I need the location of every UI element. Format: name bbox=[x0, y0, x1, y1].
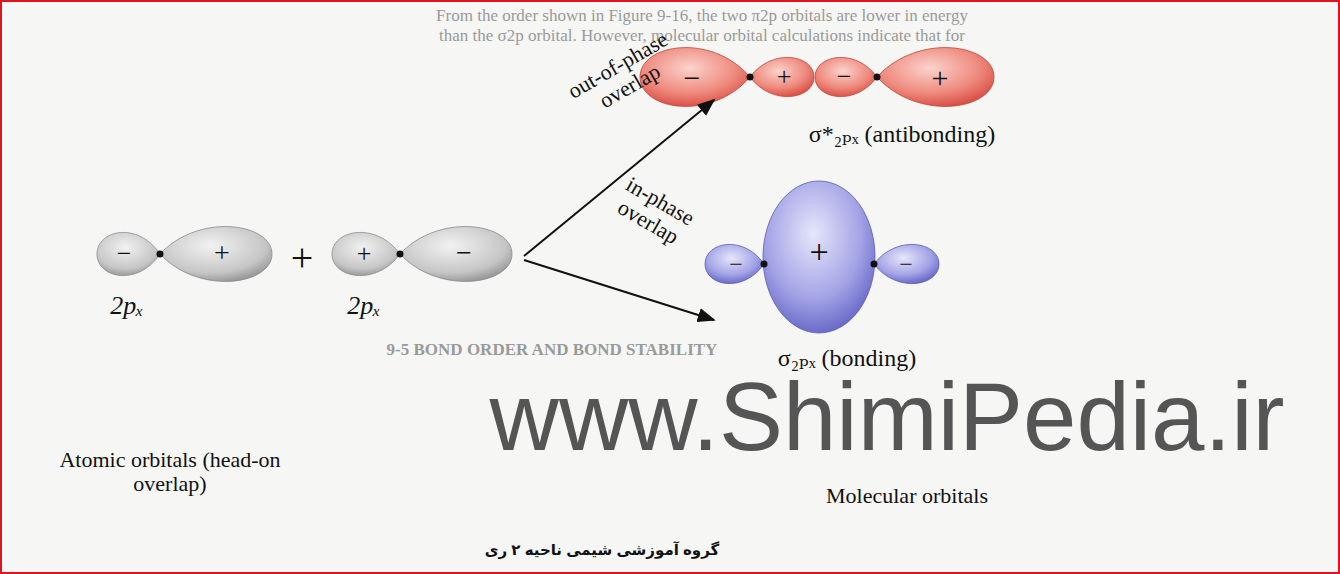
overlap-arrow bbox=[524, 100, 714, 256]
phase-sign: − bbox=[117, 240, 132, 269]
phase-sign: + bbox=[809, 233, 828, 270]
plus-operator: + bbox=[291, 236, 314, 280]
phase-sign: + bbox=[357, 240, 372, 269]
phase-sign: + bbox=[777, 63, 792, 92]
background-text: From the order shown in Figure 9-16, the… bbox=[436, 7, 968, 26]
orbital-lobe bbox=[97, 232, 160, 275]
watermark-persian: گروه آموزشی شیمی ناحیه ۲ ری bbox=[485, 542, 719, 559]
nucleus-dot bbox=[747, 74, 754, 81]
watermark: www.ShimiPedia.ir bbox=[490, 364, 1285, 470]
phase-sign: − bbox=[684, 61, 701, 94]
orbital-lobe bbox=[877, 48, 994, 107]
caption-label: Atomic orbitals (head-on overlap) bbox=[55, 448, 285, 496]
background-text: than the σ2p orbital. However, molecular… bbox=[439, 27, 965, 46]
orbital-label: 2pₓ bbox=[347, 292, 380, 321]
overlap-arrow bbox=[524, 260, 714, 320]
background-heading: 9-5 BOND ORDER AND BOND STABILITY bbox=[387, 341, 718, 360]
bonding-lobe bbox=[763, 181, 875, 333]
orbital-lobe bbox=[874, 244, 939, 283]
orbital-lobe bbox=[705, 244, 764, 283]
orbital-label: 2pₓ bbox=[110, 292, 143, 321]
orbital-label: σ*₂ₚₓ (antibonding) bbox=[809, 121, 996, 147]
phase-sign: − bbox=[729, 251, 743, 277]
nucleus-dot bbox=[157, 251, 164, 258]
nucleus-dot bbox=[874, 74, 881, 81]
phase-sign: + bbox=[932, 61, 949, 94]
nucleus-dot bbox=[397, 251, 404, 258]
overlap-label: in-phase overlap bbox=[594, 164, 713, 261]
orbital-lobe bbox=[332, 232, 400, 275]
orbital-lobe bbox=[815, 57, 877, 96]
phase-sign: − bbox=[899, 251, 913, 277]
phase-sign: + bbox=[214, 238, 230, 269]
phase-sign: − bbox=[837, 63, 852, 92]
nucleus-dot bbox=[871, 261, 878, 268]
orbital-lobe bbox=[160, 227, 272, 282]
caption-label: Molecular orbitals bbox=[826, 484, 988, 508]
phase-sign: − bbox=[456, 238, 472, 269]
nucleus-dot bbox=[761, 261, 768, 268]
orbital-lobe bbox=[400, 227, 512, 282]
orbital-lobe bbox=[750, 57, 814, 96]
